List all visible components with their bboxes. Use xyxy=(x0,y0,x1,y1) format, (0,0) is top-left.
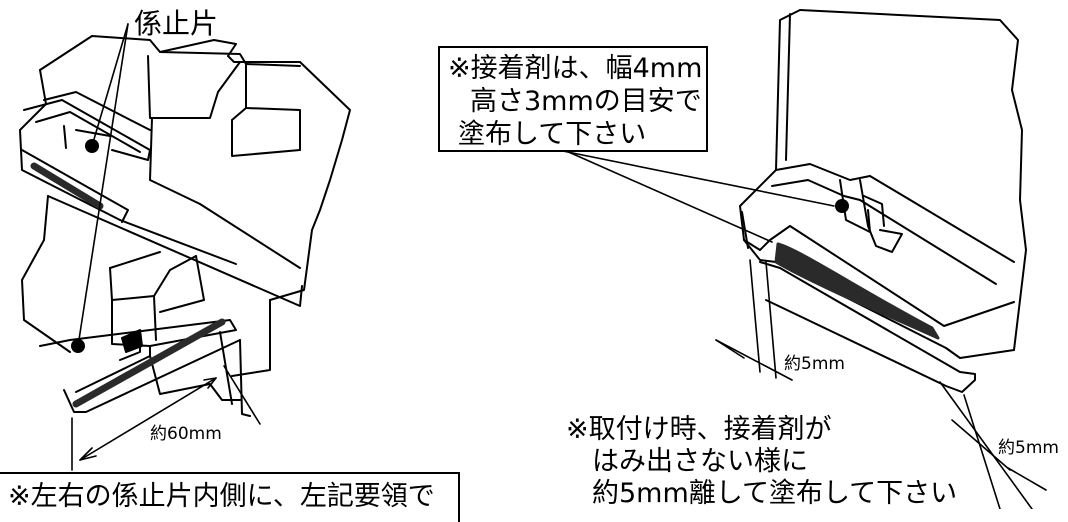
right-figure xyxy=(739,9,1027,393)
right-locking-dot xyxy=(835,199,849,213)
lower-tab-mark xyxy=(121,329,143,353)
bottom-left-note-line1: ※左右の係止片内側に、左記要領で xyxy=(8,481,435,512)
dim-60-label: 約60mm xyxy=(150,424,222,444)
dim-5-label-a: 約5mm xyxy=(784,354,845,374)
mounting-note-line1: ※取付け時、接着剤が xyxy=(566,414,832,445)
adhesive-note-leaders xyxy=(547,147,835,243)
locking-piece-leaders xyxy=(77,23,129,347)
right-adhesive xyxy=(774,199,940,340)
mounting-note-line2: はみ出さない様に xyxy=(592,446,808,477)
left-figure xyxy=(19,35,351,417)
adhesive-spec-note: ※接着剤は、幅4mm 高さ3mmの目安で 塗布して下さい xyxy=(438,46,708,152)
dim-60-lines xyxy=(71,365,261,471)
adhesive-note-line2: 高さ3mmの目安で xyxy=(470,86,702,117)
adhesive-note-line1: ※接着剤は、幅4mm xyxy=(448,53,703,84)
bottom-left-note: ※左右の係止片内側に、左記要領で xyxy=(0,472,460,522)
locking-piece-label: 係止片 xyxy=(134,7,219,40)
dim-5-lines xyxy=(715,259,1047,509)
dim-5-label-b: 約5mm xyxy=(998,438,1059,458)
mounting-note-line3: 約5mm離して塗布して下さい xyxy=(592,478,958,509)
left-adhesive-beads xyxy=(30,162,226,408)
adhesive-note-line3: 塗布して下さい xyxy=(458,119,647,150)
diagram-canvas xyxy=(19,9,1047,509)
